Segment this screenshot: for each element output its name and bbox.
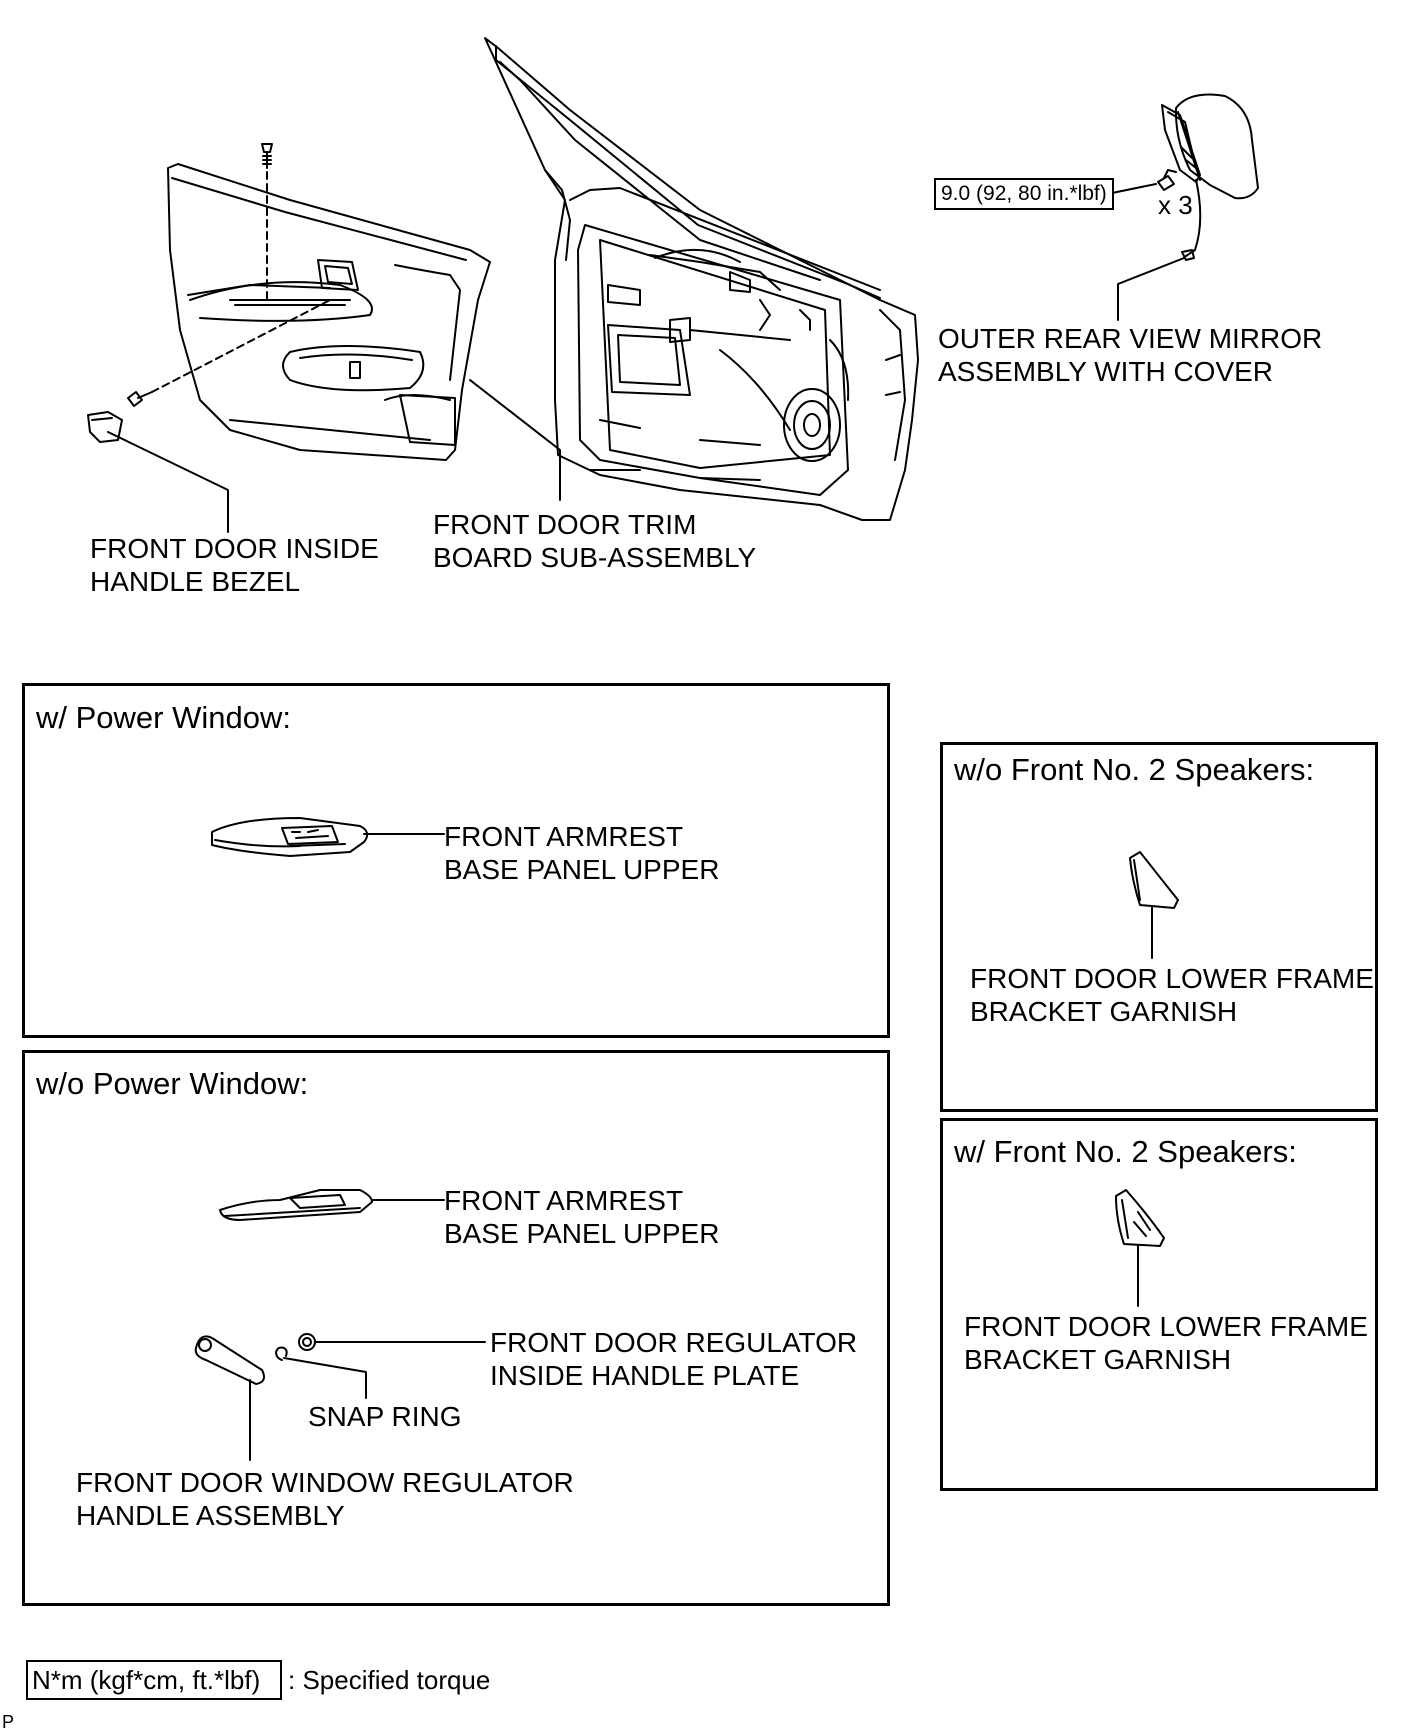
trim-board-illustration <box>167 163 491 461</box>
label-line: ASSEMBLY WITH COVER <box>938 356 1274 387</box>
label-line: BRACKET GARNISH <box>970 996 1238 1027</box>
label-armrest-nopw: FRONT ARMREST BASE PANEL UPPER <box>444 1184 719 1250</box>
window-handle-part <box>194 1335 265 1385</box>
label-line: FRONT DOOR WINDOW REGULATOR <box>76 1467 574 1498</box>
label-inside-handle-bezel: FRONT DOOR INSIDE HANDLE BEZEL <box>90 532 379 598</box>
trim-screw-top <box>261 143 273 169</box>
label-line: BOARD SUB-ASSEMBLY <box>433 542 757 573</box>
label-line: HANDLE BEZEL <box>90 566 301 597</box>
leader-mirror <box>1117 257 1185 321</box>
torque-leader <box>1111 183 1157 194</box>
panel-title-no-power-window: w/o Power Window: <box>36 1066 309 1101</box>
inside-handle-bezel-part <box>87 411 123 443</box>
label-trim-board: FRONT DOOR TRIM BOARD SUB-ASSEMBLY <box>433 508 756 574</box>
label-garnish-speakers: FRONT DOOR LOWER FRAME BRACKET GARNISH <box>964 1310 1368 1376</box>
trim-screw-side <box>127 391 153 407</box>
label-line: BASE PANEL UPPER <box>444 1218 720 1249</box>
garnish-speakers-part <box>1115 1189 1165 1247</box>
label-line: FRONT DOOR LOWER FRAME <box>970 963 1374 994</box>
label-line: FRONT DOOR REGULATOR <box>490 1327 858 1358</box>
label-line: HANDLE ASSEMBLY <box>76 1500 345 1531</box>
label-line: BASE PANEL UPPER <box>444 854 720 885</box>
label-line: FRONT DOOR TRIM <box>433 509 697 540</box>
panel-speakers <box>940 1118 1378 1491</box>
mirror-harness <box>1185 179 1202 257</box>
label-line: FRONT DOOR INSIDE <box>90 533 379 564</box>
garnish-no-speakers-part <box>1129 851 1179 909</box>
label-armrest-pw: FRONT ARMREST BASE PANEL UPPER <box>444 820 719 886</box>
leader-snap-ring <box>283 1357 367 1399</box>
mirror-torque-value: 9.0 (92, 80 in.*lbf) <box>934 178 1114 210</box>
outer-mirror-part <box>1161 93 1259 200</box>
label-garnish-no-speakers: FRONT DOOR LOWER FRAME BRACKET GARNISH <box>970 962 1374 1028</box>
snap-ring-part <box>275 1346 288 1361</box>
label-line: INSIDE HANDLE PLATE <box>490 1360 800 1391</box>
footer-mark: P <box>2 1712 15 1732</box>
label-line: FRONT ARMREST <box>444 1185 684 1216</box>
panel-power-window <box>22 683 890 1038</box>
panel-title-speakers: w/ Front No. 2 Speakers: <box>954 1134 1297 1169</box>
label-line: OUTER REAR VIEW MIRROR <box>938 323 1323 354</box>
door-frame-illustration <box>484 37 919 521</box>
label-line: FRONT ARMREST <box>444 821 684 852</box>
panel-title-power-window: w/ Power Window: <box>36 700 291 735</box>
mirror-bolt <box>1157 169 1177 191</box>
label-regulator-plate: FRONT DOOR REGULATOR INSIDE HANDLE PLATE <box>490 1326 857 1392</box>
panel-title-no-speakers: w/o Front No. 2 Speakers: <box>954 752 1315 787</box>
label-mirror: OUTER REAR VIEW MIRROR ASSEMBLY WITH COV… <box>938 322 1322 388</box>
label-line: FRONT DOOR LOWER FRAME <box>964 1311 1368 1342</box>
legend-description: : Specified torque <box>288 1665 491 1695</box>
panel-no-power-window <box>22 1050 890 1606</box>
label-line: BRACKET GARNISH <box>964 1344 1232 1375</box>
label-snap-ring: SNAP RING <box>308 1401 462 1432</box>
label-window-handle: FRONT DOOR WINDOW REGULATOR HANDLE ASSEM… <box>76 1466 574 1532</box>
leader-trim-board <box>469 379 561 501</box>
leader-inside-handle-bezel <box>107 431 229 533</box>
bezel-dash-line <box>151 299 331 393</box>
panel-no-speakers <box>940 742 1378 1112</box>
armrest-nopw-part <box>219 1189 373 1221</box>
legend-torque-unit: N*m (kgf*cm, ft.*lbf) <box>26 1660 282 1700</box>
mirror-bolt-quantity: x 3 <box>1158 190 1193 220</box>
